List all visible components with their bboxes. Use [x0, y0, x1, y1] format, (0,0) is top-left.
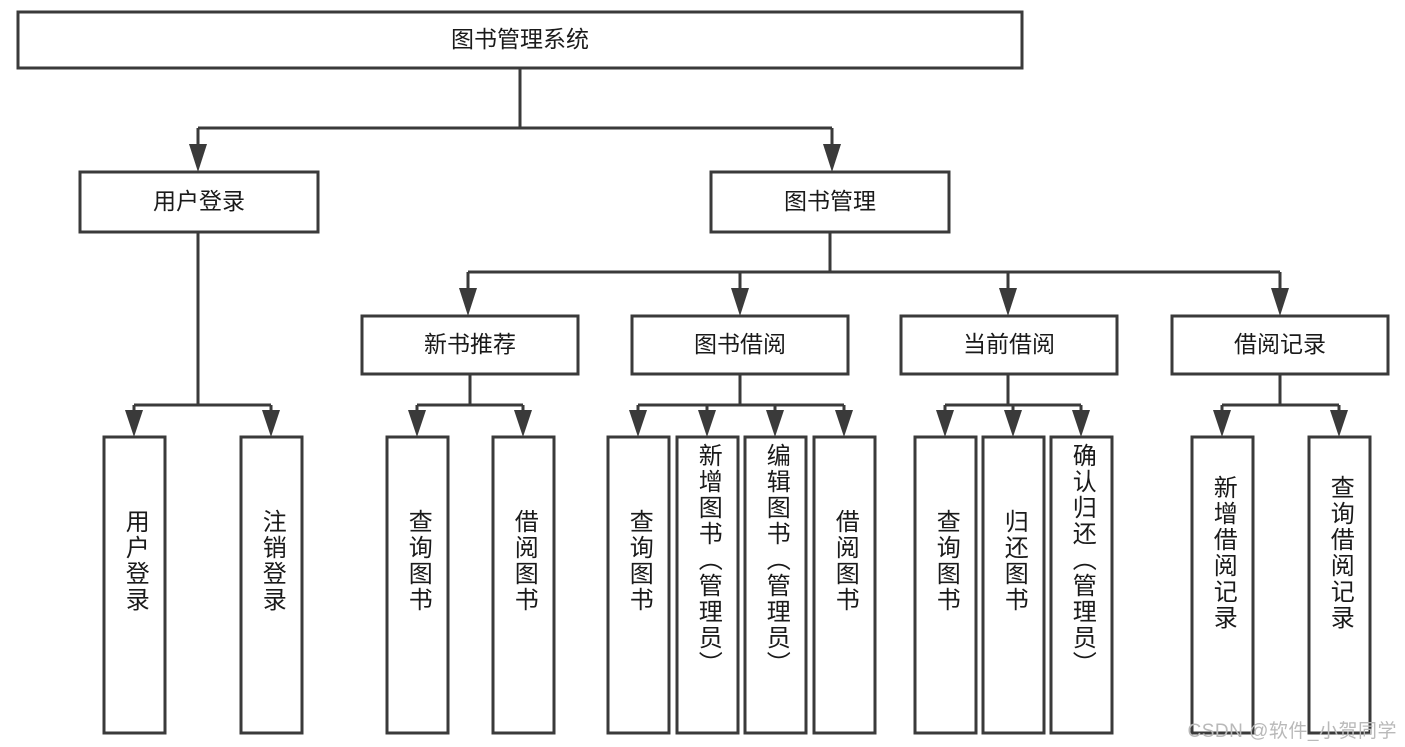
- arrow-head-borrow-record: [1271, 288, 1289, 316]
- arrow-head-leaf-confirm-return: [1072, 410, 1090, 437]
- edges-root-to-level2: [189, 68, 841, 172]
- node-user-login-box[interactable]: [78, 170, 320, 234]
- node-user-login[interactable]: 用户登录: [78, 170, 320, 234]
- leaf-box-query-record[interactable]: [1307, 435, 1372, 735]
- arrow-head-new-book: [459, 288, 477, 316]
- edges-bookmanage-to-level3: [459, 232, 1289, 316]
- node-book-borrow-label: 图书借阅: [694, 331, 786, 357]
- leaf-box-borrow-book-2[interactable]: [812, 435, 877, 735]
- arrow-head-leaf-logout: [262, 410, 280, 437]
- arrow-head-current-borrow: [999, 288, 1017, 316]
- node-book-borrow-box[interactable]: [630, 314, 850, 376]
- arrow-head-leaf-query-book-3: [936, 410, 954, 437]
- arrow-head-leaf-add-record: [1213, 410, 1231, 437]
- edges-bookborrow-to-leaves: [629, 374, 853, 437]
- edges-newbook-to-leaves: [408, 374, 532, 437]
- arrow-head-leaf-query-book-2: [629, 410, 647, 437]
- node-current-borrow-box[interactable]: [899, 314, 1119, 376]
- arrow-head-leaf-add-book: [698, 410, 716, 437]
- leaf-box-return-book[interactable]: [981, 435, 1046, 735]
- node-borrow-record-box[interactable]: [1170, 314, 1390, 376]
- node-root-box[interactable]: [16, 10, 1024, 70]
- leaf-box-logout[interactable]: [239, 435, 304, 735]
- leaf-box-add-book[interactable]: [675, 435, 740, 735]
- node-book-management-label: 图书管理: [784, 188, 876, 214]
- arrow-head-leaf-borrow-book-1: [514, 410, 532, 437]
- node-book-management-box[interactable]: [709, 170, 951, 234]
- leaf-box-query-book-1[interactable]: [385, 435, 450, 735]
- leaf-box-query-book-2[interactable]: [606, 435, 671, 735]
- arrow-head-leaf-user-login: [125, 410, 143, 437]
- node-book-borrow[interactable]: 图书借阅: [630, 314, 850, 376]
- leaf-box-add-record[interactable]: [1190, 435, 1255, 735]
- leaf-box-confirm-return[interactable]: [1049, 435, 1114, 735]
- node-current-borrow[interactable]: 当前借阅: [899, 314, 1119, 376]
- leaf-box-user-login[interactable]: [102, 435, 167, 735]
- leaf-box-borrow-book-1[interactable]: [491, 435, 556, 735]
- node-new-book-recommend[interactable]: 新书推荐: [360, 314, 580, 376]
- node-new-book-recommend-label: 新书推荐: [424, 331, 516, 357]
- node-borrow-record[interactable]: 借阅记录: [1170, 314, 1390, 376]
- node-book-management[interactable]: 图书管理: [709, 170, 951, 234]
- edges-borrowrecord-to-leaves: [1213, 374, 1348, 437]
- leaf-box-edit-book[interactable]: [743, 435, 808, 735]
- arrow-head-borrow-book: [731, 288, 749, 316]
- node-root-label: 图书管理系统: [451, 26, 589, 52]
- arrow-head-user-login: [189, 144, 207, 172]
- node-current-borrow-label: 当前借阅: [963, 331, 1055, 357]
- arrow-head-leaf-return-book: [1004, 410, 1022, 437]
- watermark-text: CSDN @软件_小贺同学: [1187, 721, 1397, 742]
- node-root[interactable]: 图书管理系统: [16, 10, 1024, 70]
- leaf-boxes: [102, 435, 1372, 735]
- arrow-head-leaf-edit-book: [766, 410, 784, 437]
- edges-currentborrow-to-leaves: [936, 374, 1090, 437]
- node-borrow-record-label: 借阅记录: [1234, 331, 1326, 357]
- leaf-box-query-book-3[interactable]: [913, 435, 978, 735]
- arrow-head-leaf-query-record: [1330, 410, 1348, 437]
- arrow-head-leaf-query-book-1: [408, 410, 426, 437]
- edges-userlogin-to-leaves: [125, 232, 280, 437]
- arrow-head-leaf-borrow-book-2: [835, 410, 853, 437]
- arrow-head-book-manage: [823, 144, 841, 172]
- node-user-login-label: 用户登录: [153, 188, 245, 214]
- node-new-book-recommend-box[interactable]: [360, 314, 580, 376]
